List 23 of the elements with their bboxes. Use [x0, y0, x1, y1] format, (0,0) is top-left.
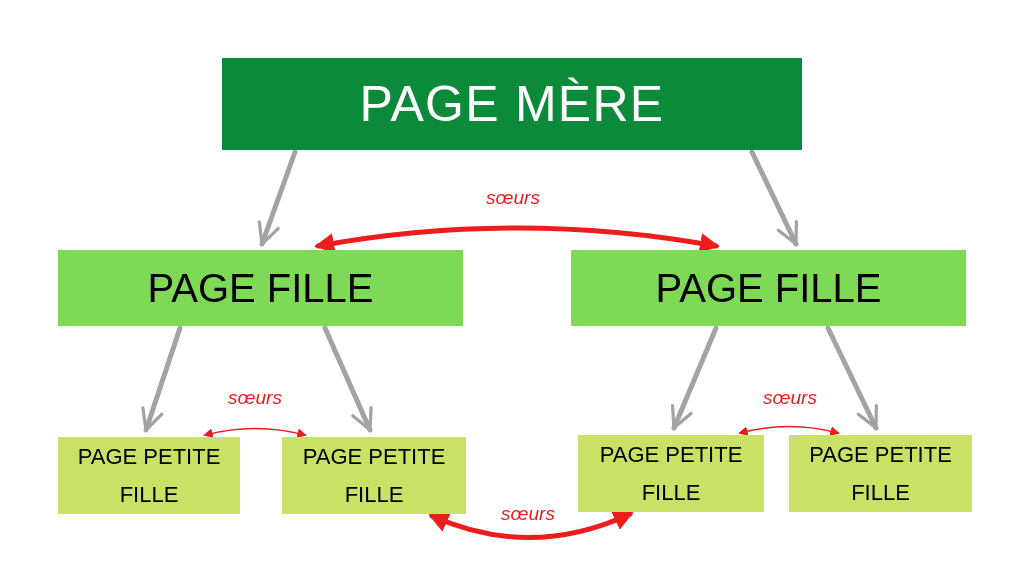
- arrow: [257, 149, 298, 247]
- grandchild-page-box: [578, 435, 764, 512]
- arrow: [749, 149, 799, 247]
- page-label: PAGE FILLE: [147, 265, 374, 312]
- parent-page-box: [222, 58, 802, 150]
- arrow: [428, 511, 634, 540]
- page-label: PAGE PETITE FILLE: [301, 442, 447, 509]
- child-page-box: [571, 250, 966, 326]
- arrow: [738, 425, 840, 436]
- child-page-box: [58, 250, 463, 326]
- page-label: PAGE MÈRE: [359, 74, 665, 134]
- page-label: PAGE PETITE FILLE: [76, 442, 222, 509]
- grandchild-page-box: [282, 437, 466, 514]
- page-label: PAGE PETITE FILLE: [808, 440, 953, 507]
- arrow: [322, 325, 373, 433]
- arrow: [141, 325, 183, 433]
- page-label: PAGE FILLE: [655, 265, 882, 312]
- grandchild-page-box: [58, 437, 240, 514]
- grandchild-page-box: [789, 435, 972, 512]
- arrow: [825, 325, 879, 431]
- arrow: [670, 325, 719, 431]
- arrow: [203, 427, 307, 438]
- page-label: PAGE PETITE FILLE: [598, 440, 744, 507]
